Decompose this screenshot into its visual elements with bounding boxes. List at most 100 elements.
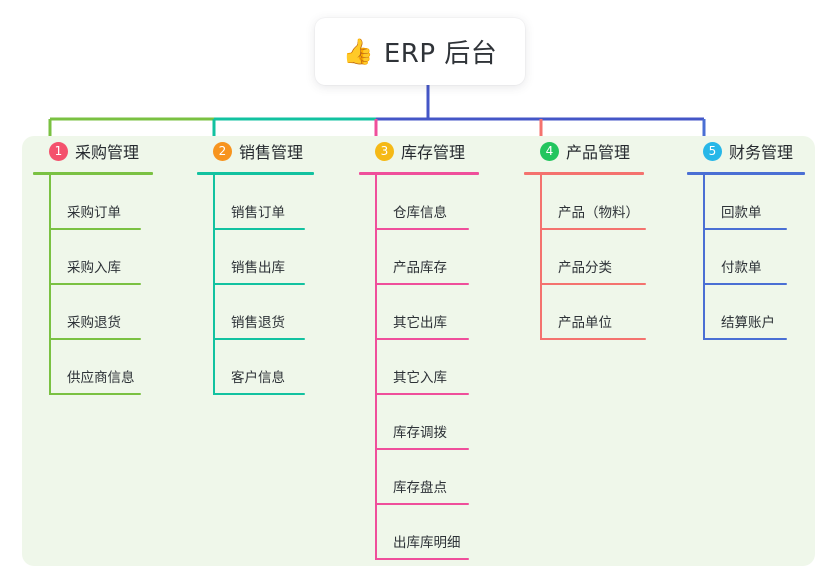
branch-item-label: 采购订单 xyxy=(67,205,121,221)
branch-column-4: 4 产品管理产品（物料） 产品分类产品单位 xyxy=(524,136,684,340)
branch-item[interactable]: 其它入库 xyxy=(359,340,519,395)
branch-item-list: 采购订单采购入库采购退货供应商信息 xyxy=(33,175,185,395)
branch-number-badge: 1 xyxy=(49,141,68,161)
branch-item[interactable]: 产品库存 xyxy=(359,230,519,285)
branch-item-underline xyxy=(375,448,469,450)
branch-header-3[interactable]: 3 库存管理 xyxy=(359,136,519,166)
branch-item[interactable]: 回款单 xyxy=(687,175,837,230)
branch-title: 产品管理 xyxy=(566,143,631,162)
branch-item-label: 付款单 xyxy=(721,260,762,276)
branch-header-5[interactable]: 5 财务管理 xyxy=(687,136,837,166)
branch-underline xyxy=(359,172,479,175)
branch-item-label: 产品单位 xyxy=(558,315,612,331)
branch-item-underline xyxy=(375,503,469,505)
branch-number-badge: 5 xyxy=(703,141,722,161)
branch-item-list: 销售订单销售出库销售退货客户信息 xyxy=(197,175,349,395)
branch-item-list: 仓库信息产品库存其它出库其它入库库存调拨库存盘点出库库明细 xyxy=(359,175,519,560)
branch-number-badge: 2 xyxy=(213,141,232,161)
branch-item-underline xyxy=(375,558,469,560)
branch-item[interactable]: 结算账户 xyxy=(687,285,837,340)
branch-item-label: 供应商信息 xyxy=(67,370,135,386)
branch-item[interactable]: 采购入库 xyxy=(33,230,185,285)
branch-item-label: 库存调拨 xyxy=(393,425,447,441)
branch-column-1: 1 采购管理采购订单采购入库采购退货供应商信息 xyxy=(33,136,185,395)
branch-item-underline xyxy=(213,338,305,340)
branch-item[interactable]: 产品单位 xyxy=(524,285,684,340)
branch-item[interactable]: 付款单 xyxy=(687,230,837,285)
branch-item-underline xyxy=(703,228,787,230)
branch-item-list: 回款单付款单结算账户 xyxy=(687,175,837,340)
branch-item-label: 客户信息 xyxy=(231,370,285,386)
branch-item-underline xyxy=(213,283,305,285)
branch-item[interactable]: 销售退货 xyxy=(197,285,349,340)
branch-underline xyxy=(687,172,805,175)
branch-title: 销售管理 xyxy=(239,143,304,162)
branch-item-label: 产品分类 xyxy=(558,260,612,276)
branch-column-2: 2 销售管理销售订单销售出库销售退货客户信息 xyxy=(197,136,349,395)
branch-item-underline xyxy=(49,228,141,230)
branch-item-label: 产品（物料） xyxy=(558,205,639,221)
branch-item-underline xyxy=(540,338,646,340)
branch-item-label: 回款单 xyxy=(721,205,762,221)
branch-item[interactable]: 客户信息 xyxy=(197,340,349,395)
branch-item-label: 产品库存 xyxy=(393,260,447,276)
branch-item-underline xyxy=(49,338,141,340)
branch-item-label: 仓库信息 xyxy=(393,205,447,221)
branch-spine xyxy=(540,175,542,340)
branch-underline xyxy=(524,172,644,175)
branch-item[interactable]: 销售订单 xyxy=(197,175,349,230)
branch-item-label: 其它入库 xyxy=(393,370,447,386)
branch-spine xyxy=(49,175,51,395)
branch-number-badge: 4 xyxy=(540,141,559,161)
branch-column-5: 5 财务管理回款单付款单结算账户 xyxy=(687,136,837,340)
branch-item-label: 采购入库 xyxy=(67,260,121,276)
branch-item[interactable]: 库存盘点 xyxy=(359,450,519,505)
branch-item-label: 其它出库 xyxy=(393,315,447,331)
branch-header-1[interactable]: 1 采购管理 xyxy=(33,136,185,166)
branch-item-label: 销售订单 xyxy=(231,205,285,221)
branch-item-label: 结算账户 xyxy=(721,315,775,331)
branch-item-underline xyxy=(49,393,141,395)
branch-item[interactable]: 产品（物料） xyxy=(524,175,684,230)
branch-underline xyxy=(33,172,153,175)
branch-item[interactable]: 仓库信息 xyxy=(359,175,519,230)
branch-item-underline xyxy=(703,338,787,340)
structure-panel: 1 采购管理采购订单采购入库采购退货供应商信息 2 销售管理销售订单销售出库销售退货客… xyxy=(22,136,815,566)
branch-underline xyxy=(197,172,314,175)
branch-item-label: 销售退货 xyxy=(231,315,285,331)
branch-header-2[interactable]: 2 销售管理 xyxy=(197,136,349,166)
branch-title: 财务管理 xyxy=(729,143,794,162)
branch-item-label: 库存盘点 xyxy=(393,480,447,496)
branch-column-3: 3 库存管理仓库信息产品库存其它出库其它入库库存调拨库存盘点出库库明细 xyxy=(359,136,519,560)
branch-item-underline xyxy=(375,393,469,395)
branch-item[interactable]: 采购退货 xyxy=(33,285,185,340)
branch-item-label: 销售出库 xyxy=(231,260,285,276)
branch-item-underline xyxy=(213,393,305,395)
branch-item[interactable]: 采购订单 xyxy=(33,175,185,230)
branch-spine xyxy=(213,175,215,395)
branch-item-underline xyxy=(49,283,141,285)
branch-header-4[interactable]: 4 产品管理 xyxy=(524,136,684,166)
root-title: ERP 后台 xyxy=(383,39,498,69)
branch-spine xyxy=(703,175,705,340)
branch-item-underline xyxy=(375,283,469,285)
branch-item[interactable]: 其它出库 xyxy=(359,285,519,340)
branch-item[interactable]: 销售出库 xyxy=(197,230,349,285)
branch-item[interactable]: 供应商信息 xyxy=(33,340,185,395)
branch-title: 采购管理 xyxy=(75,143,140,162)
branch-item-underline xyxy=(213,228,305,230)
thumbs-up-icon: 👍 xyxy=(342,37,374,66)
branch-item-underline xyxy=(375,338,469,340)
branch-item[interactable]: 库存调拨 xyxy=(359,395,519,450)
branch-item-underline xyxy=(703,283,787,285)
branch-item-label: 出库库明细 xyxy=(393,535,461,551)
branch-item[interactable]: 出库库明细 xyxy=(359,505,519,560)
branch-spine xyxy=(375,175,377,560)
branch-number-badge: 3 xyxy=(375,141,394,161)
branch-item-underline xyxy=(540,283,646,285)
branch-item[interactable]: 产品分类 xyxy=(524,230,684,285)
branch-title: 库存管理 xyxy=(401,143,466,162)
branch-item-list: 产品（物料） 产品分类产品单位 xyxy=(524,175,684,340)
branch-item-underline xyxy=(375,228,469,230)
root-node[interactable]: 👍 ERP 后台 xyxy=(315,18,525,85)
